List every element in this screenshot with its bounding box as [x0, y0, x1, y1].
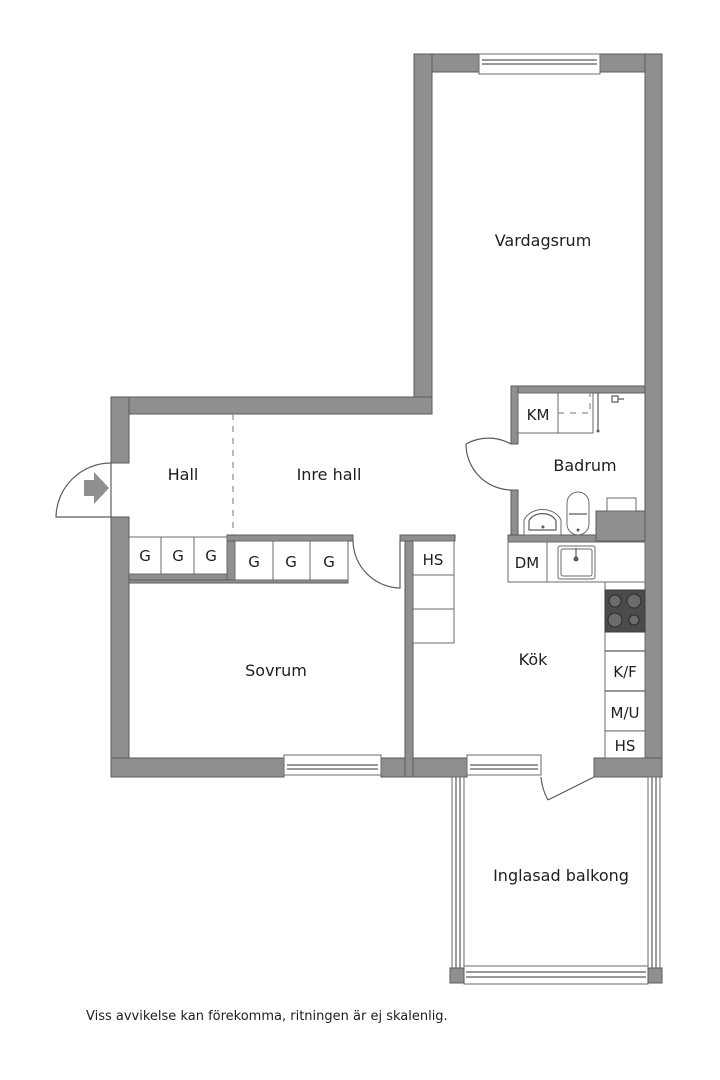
room-label-kok: Kök — [519, 650, 548, 669]
windows — [283, 53, 601, 776]
fixture-label-km: KM — [527, 406, 550, 424]
wardrobe-label: G — [139, 547, 151, 565]
fixture-label-hs-kitchen: HS — [615, 737, 636, 755]
wardrobe-label: G — [172, 547, 184, 565]
walls — [110, 53, 663, 778]
labels: Vardagsrum Hall Inre hall Badrum Sovrum … — [139, 231, 639, 885]
kitchen-fixtures — [507, 541, 646, 759]
entrance-arrow-icon — [84, 472, 109, 504]
room-label-balkong: Inglasad balkong — [493, 866, 629, 885]
disclaimer-footnote: Viss avvikelse kan förekomma, ritningen … — [86, 1009, 448, 1024]
fixture-label-mu: M/U — [611, 704, 640, 722]
wardrobe-label: G — [248, 553, 260, 571]
wardrobe-label: G — [285, 553, 297, 571]
room-label-inre-hall: Inre hall — [297, 465, 362, 484]
bathroom-fixtures — [517, 392, 637, 536]
wardrobes — [128, 536, 349, 581]
room-label-vardagsrum: Vardagsrum — [495, 231, 592, 250]
wardrobe-label: G — [205, 547, 217, 565]
doors — [55, 437, 595, 801]
wardrobe-label: G — [323, 553, 335, 571]
room-label-badrum: Badrum — [553, 456, 616, 475]
room-label-sovrum: Sovrum — [245, 661, 307, 680]
balcony-frame — [449, 776, 663, 985]
hs-cabinet-hall — [412, 540, 455, 644]
fixture-label-hs-hall: HS — [423, 551, 444, 569]
room-label-hall: Hall — [168, 465, 199, 484]
fixture-label-kf: K/F — [613, 663, 637, 681]
fixture-label-dm: DM — [515, 554, 540, 572]
